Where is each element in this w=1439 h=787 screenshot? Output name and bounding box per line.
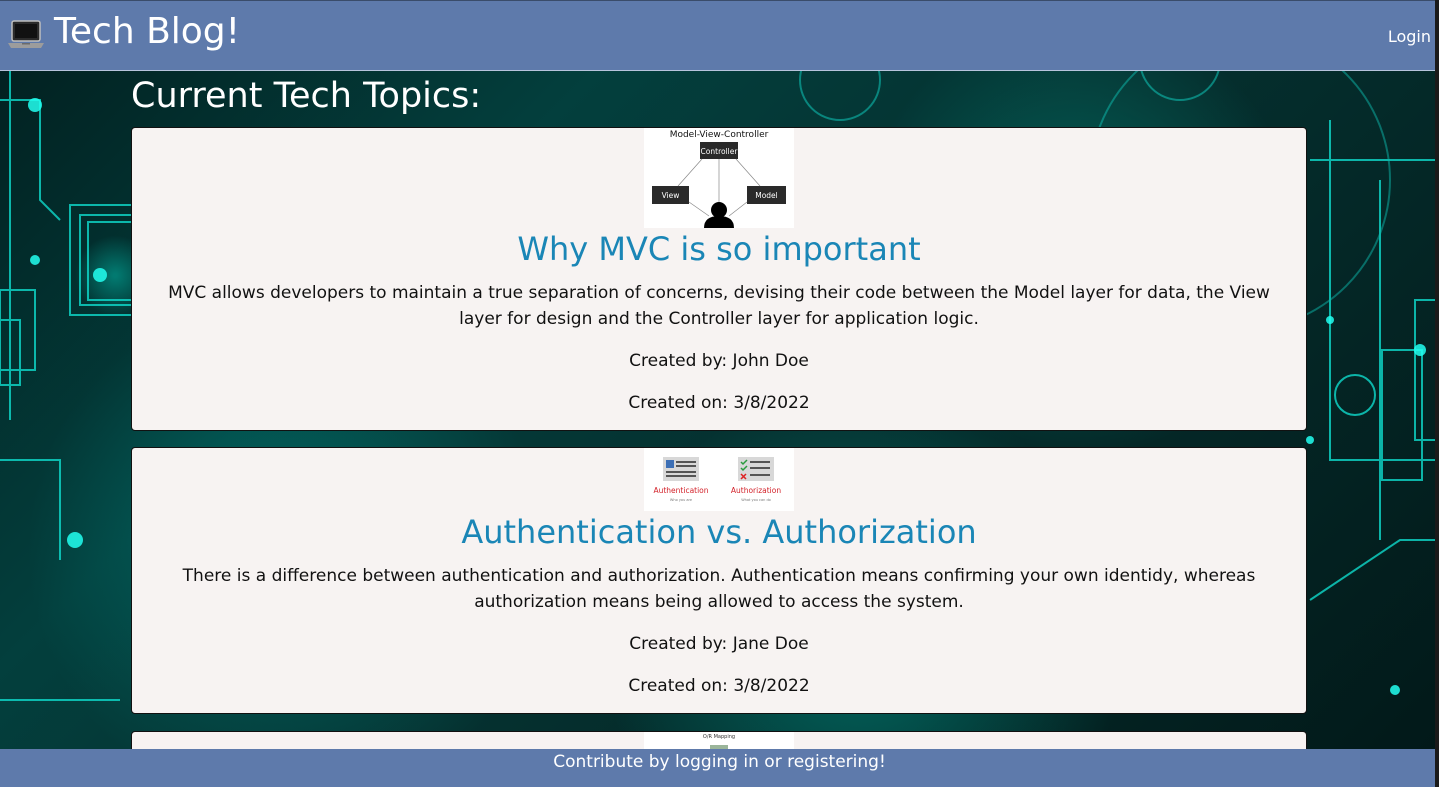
post-author: Created by: John Doe	[629, 351, 809, 371]
authorization-label: Authorization	[731, 486, 781, 495]
post-date: Created on: 3/8/2022	[628, 393, 810, 413]
mvc-view-label: View	[662, 191, 680, 200]
contribute-link[interactable]: Contribute by logging in or registering!	[553, 752, 886, 772]
post-title[interactable]: Why MVC is so important	[517, 230, 921, 268]
post-body: There is a difference between authentica…	[182, 566, 1256, 612]
mvc-diagram-image: Model-View-Controller Controller View Mo…	[644, 128, 794, 228]
window-edge	[1435, 0, 1439, 787]
post-body: MVC allows developers to maintain a true…	[168, 283, 1270, 329]
post-card-mvc[interactable]: Model-View-Controller Controller View Mo…	[131, 127, 1307, 431]
authentication-label: Authentication	[653, 486, 708, 495]
authorization-sublabel: What you can do	[741, 498, 771, 502]
mvc-model-label: Model	[755, 191, 778, 200]
footer: Contribute by logging in or registering!	[0, 749, 1439, 787]
post-card-auth[interactable]: Authentication Authorization Who you are…	[131, 447, 1307, 714]
auth-diagram-image: Authentication Authorization Who you are…	[644, 448, 794, 511]
mvc-controller-label: Controller	[701, 147, 739, 156]
laptop-icon	[8, 17, 44, 48]
post-title[interactable]: Authentication vs. Authorization	[461, 513, 977, 551]
post-date: Created on: 3/8/2022	[628, 676, 810, 696]
mvc-caption: Model-View-Controller	[670, 130, 769, 140]
authentication-sublabel: Who you are	[670, 498, 692, 502]
orm-caption: O/R Mapping	[703, 734, 735, 740]
login-link[interactable]: Login	[1387, 27, 1431, 46]
top-navbar: Tech Blog! Login	[0, 0, 1439, 71]
brand-link[interactable]: Tech Blog!	[8, 10, 240, 54]
post-author: Created by: Jane Doe	[629, 634, 809, 654]
page-title: Current Tech Topics:	[131, 76, 482, 116]
brand-title: Tech Blog!	[54, 11, 241, 52]
